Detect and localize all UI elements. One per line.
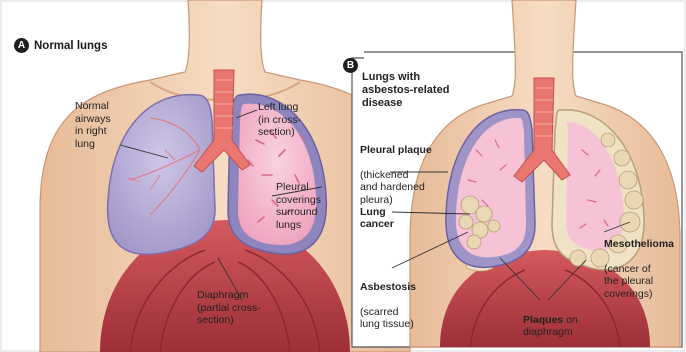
asbestosis-title: Asbestosis — [360, 281, 416, 293]
asbestosis-desc: (scarred lung tissue) — [360, 306, 414, 331]
panel-b-title: Lungs with asbestos-related disease — [362, 71, 449, 110]
label-pleural-coverings: Pleural coverings surround lungs — [276, 181, 321, 231]
lung-cancer-title: Lung cancer — [360, 206, 394, 231]
panel-b-heading: B — [343, 58, 358, 73]
mesothelioma-desc: (cancer of the pleural coverings) — [604, 263, 653, 300]
panel-a-heading: A Normal lungs — [14, 38, 107, 53]
panel-a-badge: A — [14, 38, 29, 53]
label-asbestosis: Asbestosis (scarred lung tissue) — [360, 268, 416, 331]
label-lung-cancer: Lung cancer — [360, 193, 394, 231]
label-normal-airways: Normal airways in right lung — [75, 100, 111, 150]
label-mesothelioma: Mesothelioma (cancer of the pleural cove… — [604, 225, 674, 300]
plaques-title: Plaques — [523, 314, 563, 326]
panel-b-badge: B — [343, 58, 358, 73]
panel-a-title: Normal lungs — [34, 40, 107, 52]
pleural-plaque-title: Pleural plaque — [360, 144, 432, 156]
label-diaphragm: Diaphragm (partial cross- section) — [197, 289, 261, 327]
mesothelioma-title: Mesothelioma — [604, 238, 674, 250]
label-left-lung: Left lung (in cross- section) — [258, 101, 301, 139]
label-plaques-diaphragm: Plaques on diaphragm — [523, 301, 578, 339]
